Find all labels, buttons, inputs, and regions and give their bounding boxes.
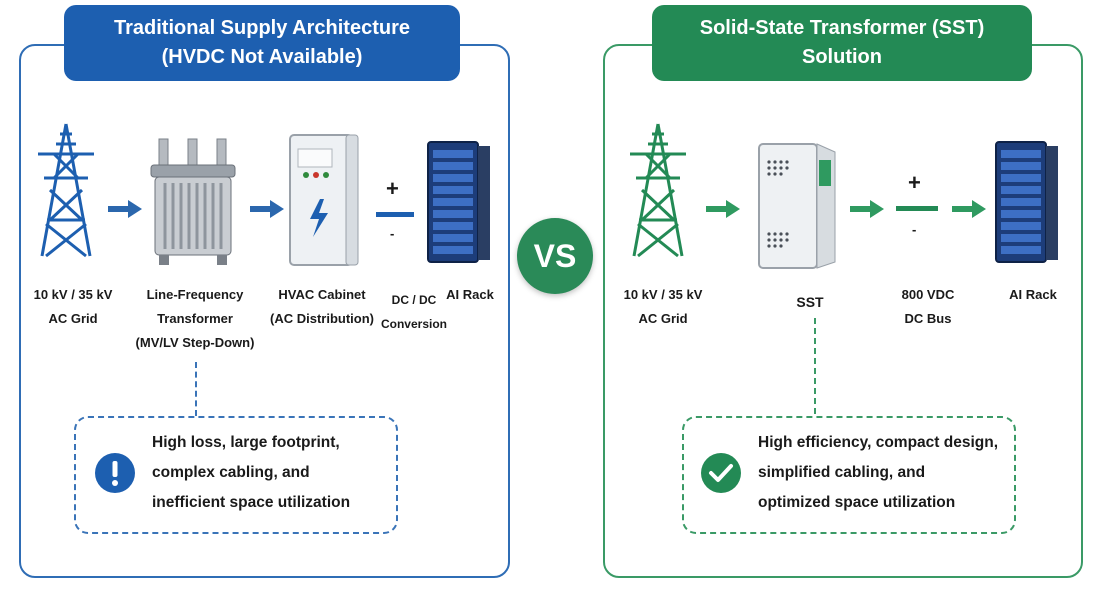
dc-plus-sign: + [386,176,399,201]
dc-plus-sign: + [908,170,921,195]
checkmark-icon [701,453,741,493]
dc-minus-sign: - [390,226,395,241]
dc-bus-bar [896,206,938,211]
sst-title-line2: Solution [802,46,882,68]
rack-label: AI Rack [1009,287,1057,302]
transmission-tower-icon [38,123,94,258]
sst-title-line1: Solid-State Transformer (SST) [699,17,985,39]
traditional-title: Traditional Supply Architecture (HVDC No… [64,5,460,81]
transmission-tower-icon [630,123,686,258]
cabinet-label: HVAC Cabinet(AC Distribution) [270,287,374,326]
arrow-right-icon [108,200,142,218]
sst-unit-icon [758,143,836,269]
arrow-right-icon [250,200,284,218]
dc-bus-bar [376,212,414,217]
arrow-right-icon [850,200,884,218]
traditional-note-text: High loss, large footprint,complex cabli… [152,434,351,511]
rack-label: AI Rack [446,287,494,302]
traditional-title-line1: Traditional Supply Architecture [114,17,410,39]
traditional-title-line2: (HVDC Not Available) [161,46,363,68]
sst-title: Solid-State Transformer (SST) Solution [652,5,1032,81]
connector-line [195,362,197,416]
exclamation-icon [95,453,135,493]
server-rack-icon [995,141,1058,263]
dc-minus-sign: - [912,222,917,237]
server-rack-icon [427,141,490,263]
sst-note-text: High efficiency, compact design,simplifi… [758,434,999,511]
arrow-right-icon [706,200,740,218]
arrow-right-icon [952,200,986,218]
sst-label: SST [796,294,824,310]
vs-badge: VS [517,218,593,294]
connector-line [814,318,816,414]
hvac-cabinet-icon [289,134,359,266]
transformer-icon [150,138,236,265]
